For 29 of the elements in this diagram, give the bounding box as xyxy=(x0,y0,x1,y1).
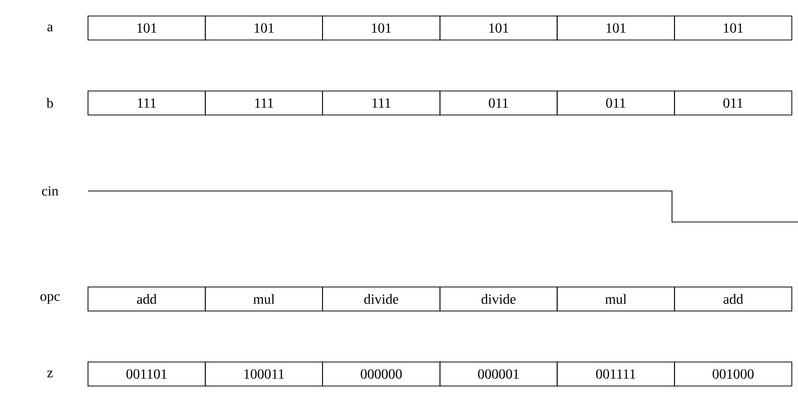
timing-cell: 011 xyxy=(556,90,675,116)
timing-cell: add xyxy=(674,286,792,312)
timing-cell: 101 xyxy=(204,16,323,40)
timing-cell: 000001 xyxy=(440,362,558,386)
timing-cell: mul xyxy=(556,286,675,312)
signal-label: cin xyxy=(42,186,58,196)
timing-cell: 001101 xyxy=(88,362,206,386)
signal-label: b xyxy=(46,98,53,108)
timing-cell: 011 xyxy=(440,90,558,116)
timing-cell: 101 xyxy=(440,16,558,40)
timing-cell: 111 xyxy=(88,90,206,116)
timing-cell: 101 xyxy=(322,16,440,40)
timing-cell: 101 xyxy=(556,16,675,40)
timing-cell: divide xyxy=(440,286,558,312)
signal-label: opc xyxy=(40,294,60,304)
signal-label: a xyxy=(47,24,53,32)
timing-cell: 111 xyxy=(204,90,323,116)
timing-cell: 001000 xyxy=(674,362,792,386)
timing-cell: 001111 xyxy=(556,362,675,386)
timing-cell: divide xyxy=(322,286,440,312)
timing-cell: 011 xyxy=(674,90,792,116)
timing-cell: mul xyxy=(204,286,323,312)
timing-cell: 100011 xyxy=(204,362,323,386)
timing-cell: 101 xyxy=(88,16,206,40)
timing-cell: 000000 xyxy=(322,362,440,386)
signal-label: z xyxy=(47,370,53,378)
timing-cell: 101 xyxy=(674,16,792,40)
timing-cell: 111 xyxy=(322,90,440,116)
timing-cell: add xyxy=(88,286,206,312)
